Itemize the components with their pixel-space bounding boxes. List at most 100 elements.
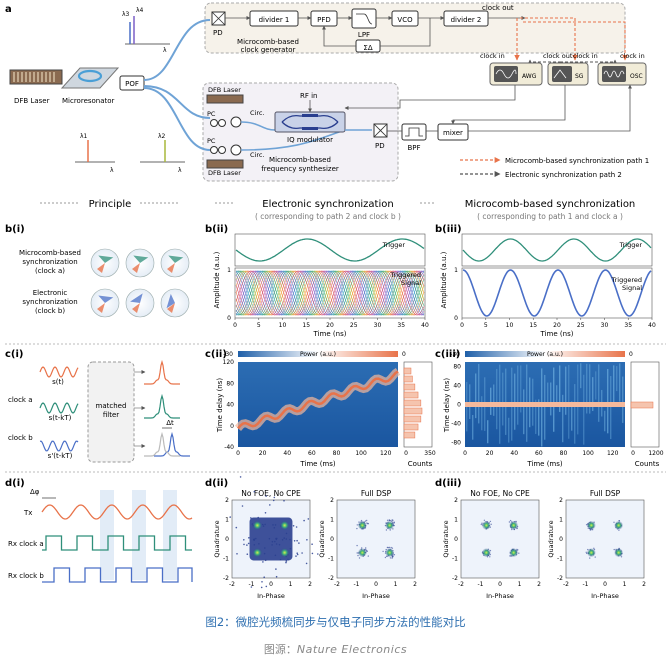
constellation-noise-point [243, 543, 245, 546]
constellation-xtick: -1 [478, 581, 484, 588]
constellation-ytick: -2 [452, 575, 458, 582]
b-iii-triggered-label-2: Signal [622, 284, 642, 292]
c-iii-noise-stripe [553, 367, 555, 432]
c-iii-noise-stripe [472, 414, 474, 440]
pc-label-2: PC [207, 137, 216, 145]
constellation-ytick: 2 [559, 497, 563, 504]
c-iii-noise-stripe [514, 373, 516, 430]
x-tick-label: 15 [529, 322, 537, 329]
c-ii-hist-bar [403, 375, 413, 383]
lambda-2-label: λ2 [158, 133, 166, 140]
d-ii-xlabel-1: In-Phase [257, 592, 285, 600]
constellation-cluster [614, 548, 624, 558]
c-iii-xtick: 100 [582, 450, 594, 457]
clock-in-label-1: clock in [480, 52, 505, 60]
constellation-noise-point [264, 512, 267, 514]
panel-d-i-label: d(i) [5, 478, 25, 489]
osc-label: OSC [630, 73, 643, 80]
c-ii-hist-bar [403, 399, 422, 407]
c-iii-noise-stripe [577, 364, 579, 435]
b-iii-trigger-wave [462, 238, 652, 262]
panel-c-i-label: c(i) [5, 349, 24, 360]
c-iii-ylabel: Time delay (ns) [443, 378, 451, 434]
x-tick-label: 25 [577, 322, 585, 329]
c-iii-noise-stripe [622, 376, 624, 423]
c-iii-noise-stripe [469, 384, 471, 419]
c-iii-noise-stripe [574, 384, 576, 444]
rx-clock-b-wave [42, 567, 193, 583]
d-iii-no-foe-plot [460, 499, 540, 579]
bpf-icon [401, 123, 427, 141]
microresonator-ring [77, 69, 103, 83]
c-i-st-wave [39, 366, 79, 378]
mixer-label: mixer [443, 129, 463, 137]
b-ii-triggered-label-1: Triggered [390, 271, 421, 279]
sync-path-1 [514, 17, 628, 61]
constellation-point [490, 523, 492, 525]
b-ii-trigger-wave [235, 238, 425, 262]
c-iii-noise-stripe [544, 374, 546, 440]
x-tick-label: 15 [302, 322, 310, 329]
constellation-point [589, 557, 591, 559]
sg-label: SG [575, 73, 584, 80]
constellation-noise-point [262, 561, 264, 563]
b-ii-signal-wave [235, 270, 425, 316]
clock-out-label-1: clock out [482, 4, 514, 12]
constellation-noise-point [260, 586, 263, 589]
constellation-cluster [509, 520, 519, 530]
c-ii-hist-bar [403, 383, 416, 391]
c-iii-noise-stripe [496, 368, 498, 430]
vco-label: VCO [397, 16, 413, 24]
lambda-axis-label-3: λ [178, 167, 182, 174]
c-ii-power-max: 0 [402, 351, 406, 358]
constellation-cluster [481, 520, 491, 530]
c-iii-noise-stripe [493, 384, 495, 416]
b-ii-ytick-1: 1 [227, 267, 231, 274]
constellation-xtick: -2 [334, 581, 340, 588]
b-iii-ylabel: Amplitude (a.u.) [440, 251, 448, 308]
constellation-cluster [279, 547, 290, 558]
fiber-to-clock [143, 19, 211, 81]
constellation-point [618, 529, 620, 531]
constellation-noise-point [246, 544, 248, 546]
phase-circles [90, 248, 190, 318]
sigma-delta-label: ΣΔ [363, 44, 372, 52]
c-ii-ytick: 40 [226, 402, 234, 409]
c-iii-trace [465, 402, 625, 407]
constellation-noise-point [248, 537, 250, 539]
constellation-noise-point [306, 539, 308, 541]
pd-label-2: PD [375, 142, 385, 150]
constellation-xtick: -2 [563, 581, 569, 588]
c-iii-noise-stripe [517, 365, 519, 425]
constellation-ytick: 0 [454, 536, 458, 543]
constellation-cluster [509, 548, 519, 558]
c-ii-count-tick-0: 0 [404, 450, 408, 457]
constellation-point [356, 524, 358, 526]
column-headers: Principle Electronic synchronization ( c… [40, 199, 635, 221]
constellation-point [366, 522, 368, 524]
d-iii-full-dsp-title: Full DSP [590, 489, 621, 498]
source-name: Nature Electronics [296, 643, 408, 656]
b-ii-signal-wave [235, 270, 425, 316]
constellation-noise-point [296, 539, 298, 542]
constellation-xtick: 0 [374, 581, 378, 588]
source-prefix: 图源： [263, 643, 297, 656]
synth-dfb-laser-bottom-label: DFB Laser [208, 169, 241, 177]
circulator-icon-1 [230, 116, 242, 128]
c-iii-ytick: 0 [457, 402, 461, 409]
constellation-noise-point [295, 555, 297, 557]
panel-a: a DFB Laser Microresonator POF λ [5, 2, 649, 182]
x-tick-label: 0 [233, 322, 237, 329]
c-iii-xtick: 20 [486, 450, 494, 457]
synth-rf-wires [344, 84, 632, 132]
phase-wedge [98, 295, 114, 303]
panel-b-i-label: b(i) [5, 224, 25, 235]
c-i-matched-peak-b [154, 431, 190, 457]
constellation-point [388, 546, 391, 549]
constellation-noise-point [311, 543, 313, 545]
d-ii-ylabel-1: Quadrature [213, 520, 221, 557]
phase-wedge-ref [132, 263, 140, 273]
x-tick-label: 5 [484, 322, 488, 329]
d-ii-full-dsp-plot [336, 499, 416, 579]
c-ii-xlabel: Time (ms) [299, 460, 336, 468]
